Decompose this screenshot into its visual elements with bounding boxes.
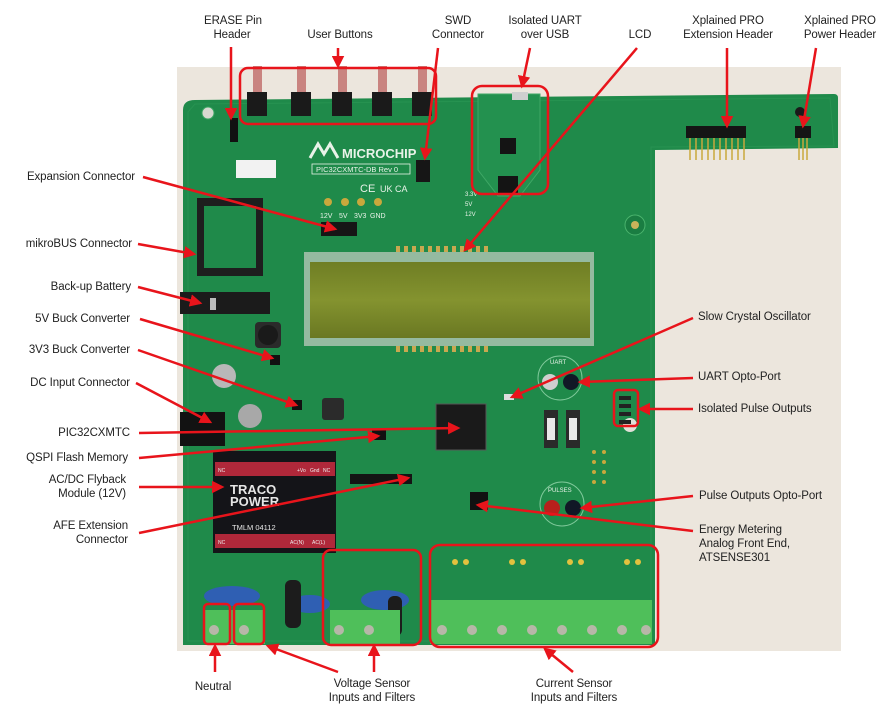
- expansion-connector: [321, 222, 357, 236]
- swd-connector: [416, 160, 430, 182]
- label-slow-crystal: Slow Crystal Oscillator: [698, 311, 811, 323]
- label-qspi-flash: QSPI Flash Memory: [26, 452, 128, 464]
- label-lcd: LCD: [628, 29, 652, 41]
- arrow-backup-battery: [137, 285, 203, 307]
- brand-text: MICROCHIP: [342, 146, 417, 161]
- label-xplained-extension: Xplained PRO Extension Header: [683, 15, 773, 41]
- slow-crystal: [504, 394, 514, 400]
- arrow-mcu: [138, 421, 461, 435]
- uart-usb-box: [470, 84, 550, 196]
- label-pulse-opto: Pulse Outputs Opto-Port: [699, 490, 822, 502]
- traco-brand-line2: POWER: [230, 494, 280, 509]
- arrow-pulse-opto: [579, 494, 694, 514]
- svg-text:+Vo: +Vo: [297, 468, 306, 474]
- inductor-3v3: [322, 398, 344, 420]
- arrow-current: [543, 647, 574, 673]
- label-erase-pin-header: ERASE Pin Header: [204, 15, 262, 41]
- varistor: [285, 580, 301, 628]
- current-sensor-circuits: [452, 559, 641, 565]
- xplained-extension-header: [686, 126, 746, 160]
- arrow-uart-usb: [517, 47, 532, 89]
- xplained-power-header: [795, 126, 811, 160]
- y-capacitor: [204, 586, 260, 606]
- buck-5v-chip: [270, 355, 280, 365]
- svg-text:3V3: 3V3: [354, 213, 367, 220]
- label-mikrobus-connector: mikroBUS Connector: [25, 238, 132, 250]
- label-dc-input: DC Input Connector: [30, 377, 130, 389]
- label-current-sensor: Current Sensor Inputs and Filters: [530, 678, 618, 704]
- svg-text:NC: NC: [323, 468, 331, 474]
- arrow-voltage-left: [265, 643, 339, 674]
- svg-text:NC: NC: [218, 540, 226, 546]
- svg-text:5V: 5V: [465, 202, 472, 208]
- mounting-hole: [201, 106, 215, 120]
- arrow-expansion: [142, 175, 338, 233]
- label-afe-extension: AFE Extension Connector: [53, 520, 128, 546]
- label-backup-battery: Back-up Battery: [50, 281, 131, 293]
- label-swd-connector: SWD Connector: [431, 15, 485, 41]
- neutral2-box: [232, 602, 266, 646]
- label-pic32cxmtc: PIC32CXMTC: [58, 427, 130, 439]
- ce-mark: CE: [360, 183, 375, 195]
- label-neutral: Neutral: [194, 681, 232, 693]
- label-uart-opto: UART Opto-Port: [698, 371, 781, 383]
- arrow-slow-crystal: [509, 316, 694, 399]
- svg-text:AC(N): AC(N): [290, 540, 304, 546]
- label-voltage-sensor: Voltage Sensor Inputs and Filters: [328, 678, 416, 704]
- current-sensor-box: [428, 543, 660, 649]
- microchip-logo: MICROCHIP PIC32CXMTC-DB Rev 0: [308, 141, 417, 175]
- serial-sticker: [236, 160, 276, 178]
- svg-text:5V: 5V: [339, 213, 348, 220]
- label-isolated-uart: Isolated UART over USB: [508, 15, 582, 41]
- capacitor: [238, 404, 262, 428]
- pulse-opto-led-red: [544, 500, 560, 516]
- user-buttons: [247, 66, 432, 116]
- arrow-3v3-buck: [137, 348, 299, 408]
- pulse-opto-led-dark: [565, 500, 581, 516]
- lcd-display: [304, 246, 594, 352]
- label-expansion-connector: Expansion Connector: [26, 171, 135, 183]
- svg-text:Gnd: Gnd: [310, 468, 320, 474]
- uart-opto-led-dark: [563, 374, 579, 390]
- svg-text:NC: NC: [218, 468, 226, 474]
- test-points: 12V 5V 3V3 GND: [320, 198, 386, 220]
- gpio-header: [592, 450, 606, 484]
- arrow-dc-input: [135, 381, 213, 424]
- arrow-afe-ext: [138, 473, 411, 535]
- mounting-hole: [795, 107, 805, 117]
- label-user-buttons: User Buttons: [307, 29, 373, 41]
- atsense301-chip: [470, 492, 488, 510]
- label-acdc-flyback: AC/DC Flyback Module (12V): [48, 474, 126, 500]
- arrow-lcd: [463, 47, 638, 252]
- arrow-xpro-power: [798, 47, 818, 129]
- afe-extension-connector: [350, 474, 412, 484]
- arrow-swd: [419, 47, 440, 161]
- svg-text:3.3V: 3.3V: [465, 192, 477, 198]
- board-name-text: PIC32CXMTC-DB Rev 0: [316, 165, 398, 174]
- traco-model: TMLM 04112: [232, 523, 276, 532]
- traco-brand-line1: TRACO: [230, 482, 276, 497]
- svg-text:AC(L): AC(L): [312, 540, 325, 546]
- isolated-pulse-header: [619, 396, 631, 424]
- svg-text:UART: UART: [550, 360, 567, 366]
- arrow-energy-afe: [475, 499, 694, 533]
- traco-power-module: TRACO POWER TMLM 04112 NC +Vo Gnd NC NC …: [213, 451, 336, 553]
- backup-battery: [180, 292, 270, 314]
- arrow-mikrobus: [137, 242, 197, 259]
- svg-text:12V: 12V: [465, 212, 476, 218]
- label-3v3-buck: 3V3 Buck Converter: [28, 344, 130, 356]
- label-5v-buck: 5V Buck Converter: [35, 313, 130, 325]
- ukca-mark: UK CA: [380, 184, 408, 194]
- arrow-qspi: [138, 430, 381, 460]
- svg-text:PULSES: PULSES: [548, 488, 572, 494]
- svg-text:12V: 12V: [320, 213, 333, 220]
- label-xplained-power: Xplained PRO Power Header: [803, 15, 877, 41]
- erase-header: [230, 118, 238, 142]
- svg-text:GND: GND: [370, 213, 386, 220]
- qspi-flash-chip: [372, 430, 386, 440]
- arrow-uart-opto: [577, 375, 694, 388]
- label-isolated-pulse: Isolated Pulse Outputs: [698, 403, 812, 415]
- label-energy-afe: Energy Metering Analog Front End, ATSENS…: [699, 524, 790, 564]
- arrow-5v-buck: [139, 317, 275, 362]
